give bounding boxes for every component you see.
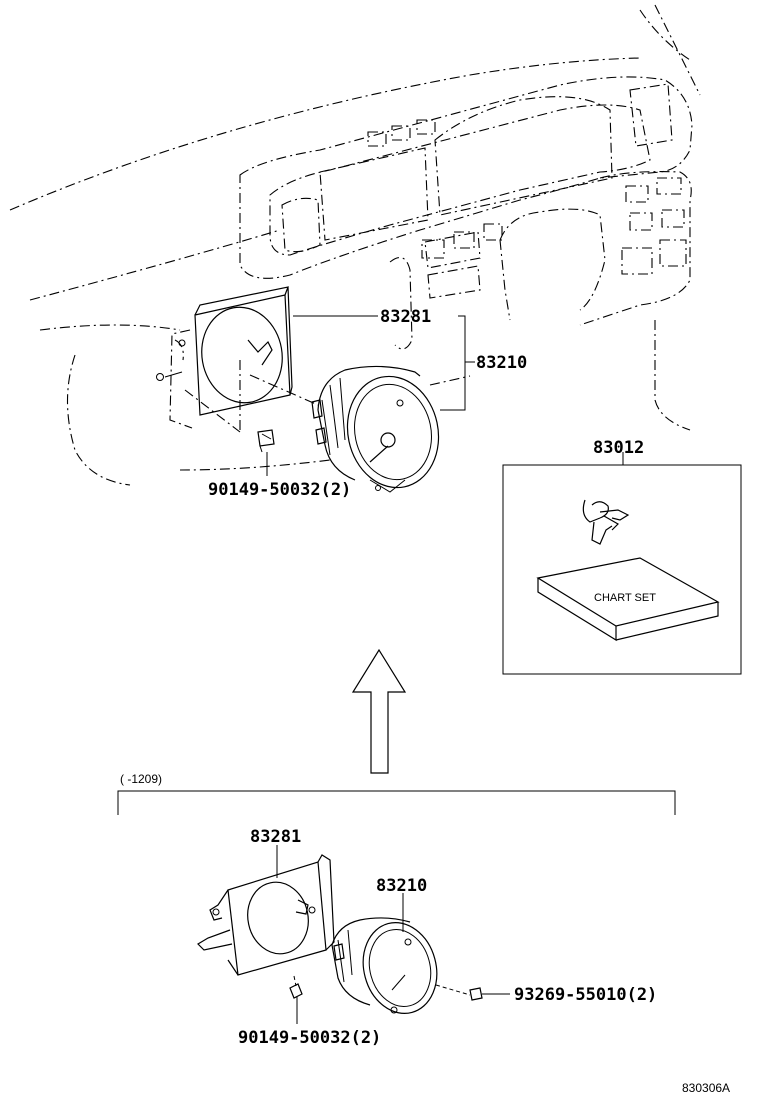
range-note: ( -1209) (120, 772, 162, 786)
label-83210-lower: 83210 (376, 876, 427, 896)
chart-set-box: CHART SET (502, 452, 742, 675)
upper-leaders (266, 315, 475, 476)
up-arrow-icon (351, 648, 407, 774)
upper-meter-gauge (249, 365, 471, 493)
keys-icon (582, 499, 630, 545)
chart-set-book: CHART SET (536, 557, 720, 642)
lower-leaders (276, 845, 510, 1024)
label-83012: 83012 (593, 438, 644, 458)
upper-meter-bracket (156, 286, 293, 453)
chart-set-text: CHART SET (594, 592, 656, 604)
label-90149-lower: 90149-50032(2) (238, 1028, 381, 1048)
lower-meter-gauge (331, 917, 483, 1014)
lower-meter-bracket (197, 854, 335, 999)
label-90149-upper: 90149-50032(2) (208, 480, 351, 500)
label-83281-lower: 83281 (250, 827, 301, 847)
label-83281-upper: 83281 (380, 307, 431, 327)
figure-code: 830306A (682, 1081, 730, 1095)
dashboard-outline (9, 4, 701, 486)
range-bracket (117, 790, 676, 815)
label-93269-lower: 93269-55010(2) (514, 985, 657, 1005)
label-83210-upper: 83210 (476, 353, 527, 373)
